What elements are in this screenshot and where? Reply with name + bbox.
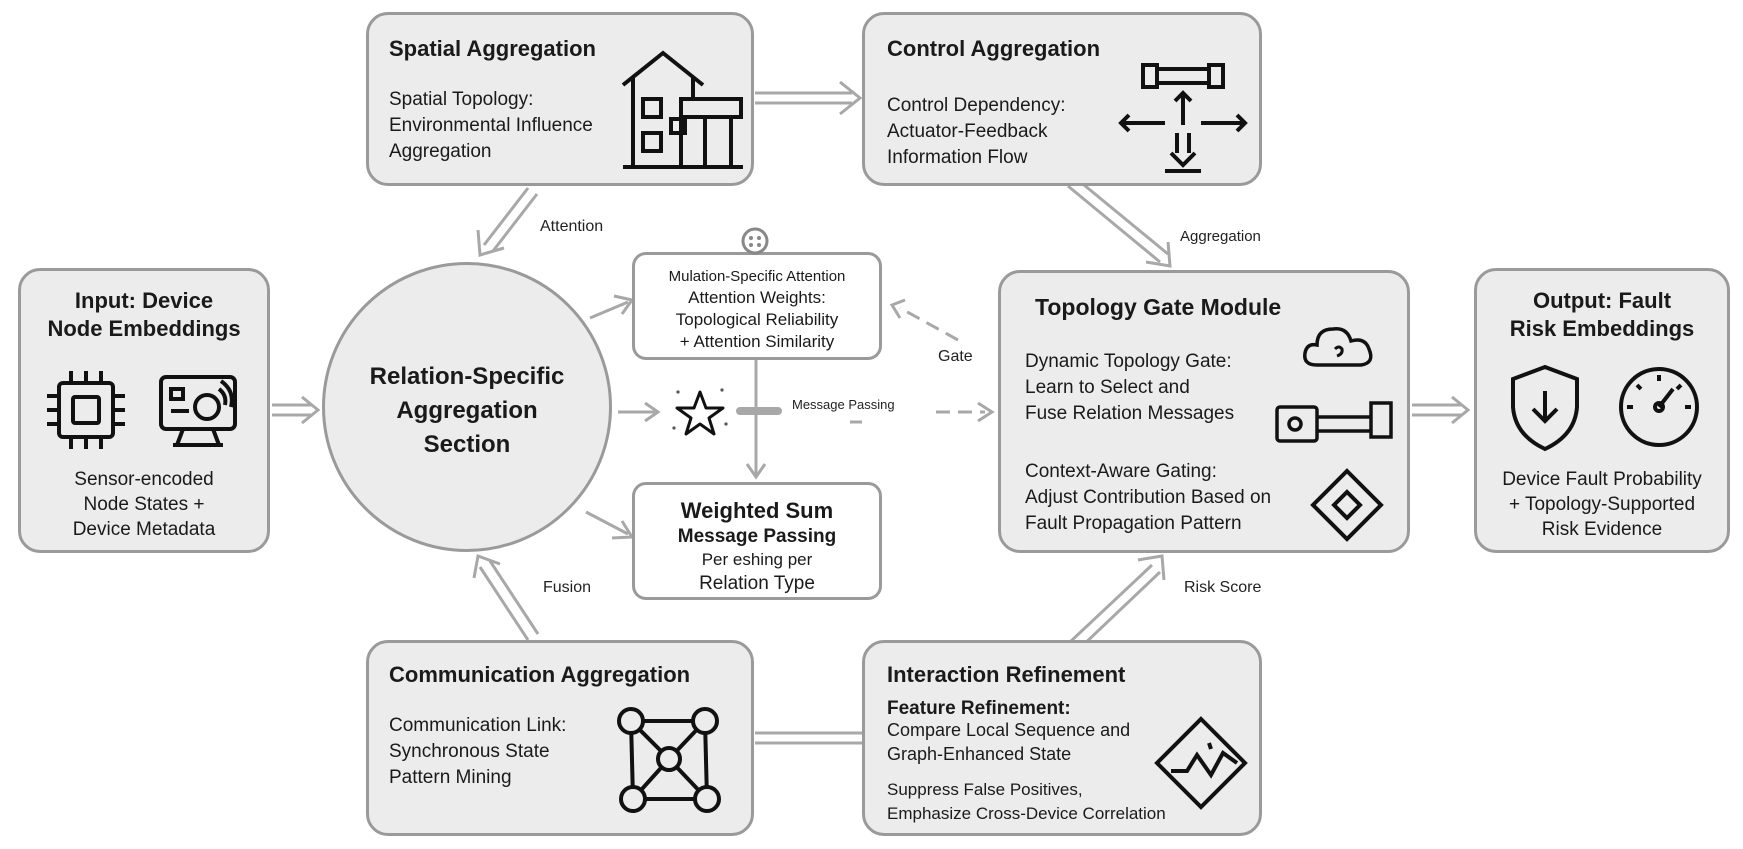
interaction-refinement-box: Interaction Refinement Feature Refinemen… bbox=[862, 640, 1262, 836]
label-gate: Gate bbox=[938, 348, 973, 365]
cloud-icon bbox=[1303, 327, 1373, 367]
arrow-spatial-to-control bbox=[755, 80, 863, 116]
arrow-communication-to-relation bbox=[472, 553, 540, 641]
gauge-icon bbox=[1619, 367, 1699, 447]
topology-gate-box: Topology Gate Module Dynamic Topology Ga… bbox=[998, 270, 1410, 553]
arrow-interaction-to-topology bbox=[1068, 554, 1166, 651]
label-risk-score: Risk Score bbox=[1184, 579, 1262, 596]
weighted-line3: Per еshing per bbox=[701, 550, 813, 569]
arrow-relation-to-attention bbox=[589, 294, 635, 320]
topology-line1: Dynamic Topology Gate: bbox=[1025, 351, 1232, 372]
chip-icon bbox=[47, 371, 125, 449]
topology-line6: Fault Propagation Pattern bbox=[1025, 513, 1242, 534]
key-connector-icon bbox=[1275, 401, 1393, 443]
control-title: Control Aggregation bbox=[887, 36, 1101, 61]
star-icon bbox=[672, 388, 728, 436]
input-box: Input: Device Node Embeddings Sensor-enc… bbox=[18, 268, 270, 553]
communication-aggregation-box: Communication Aggregation Communication … bbox=[366, 640, 754, 836]
attention-line4: + Attention Similarity bbox=[679, 332, 835, 351]
attention-line2: Attention Weights: bbox=[688, 288, 826, 307]
arrow-spatial-to-relation bbox=[476, 187, 539, 257]
control-line1: Control Dependency: bbox=[887, 95, 1066, 116]
attention-weights-box: Mulation-Specific Attention Attention We… bbox=[632, 252, 882, 360]
topology-line3: Fuse Relation Messages bbox=[1025, 403, 1235, 424]
output-box: Output: Fault Risk Embeddings Device Fau… bbox=[1474, 268, 1730, 553]
arrow-control-to-topology bbox=[1067, 178, 1172, 268]
signal-diamond-icon bbox=[1154, 716, 1248, 810]
output-desc-line1: Device Fault Probability bbox=[1502, 469, 1702, 490]
interaction-line2: Graph-Enhanced State bbox=[887, 744, 1072, 764]
communication-line2: Synchronous State bbox=[389, 741, 550, 762]
weighted-sum-box: Weighted Sum Message Passing Per еshing … bbox=[632, 482, 882, 600]
label-aggregation: Aggregation bbox=[1180, 228, 1261, 245]
output-title-line1: Output: Fault bbox=[1532, 288, 1672, 313]
shield-down-icon bbox=[1511, 364, 1579, 452]
input-desc-line3: Device Metadata bbox=[72, 519, 216, 540]
topology-line2: Learn to Select and bbox=[1025, 377, 1190, 398]
interaction-title: Interaction Refinement bbox=[887, 662, 1126, 687]
relation-line2: Aggregation bbox=[396, 397, 538, 424]
communication-title: Communication Aggregation bbox=[389, 662, 691, 687]
output-desc-line2: + Topology-Supported bbox=[1508, 494, 1696, 515]
attention-line3: Topological Reliability bbox=[675, 310, 839, 329]
actuator-icon bbox=[1118, 63, 1248, 173]
arrow-topology-to-output bbox=[1412, 395, 1471, 425]
spatial-line2: Environmental Influence bbox=[389, 115, 593, 136]
interaction-line4: Emphasize Cross-Device Correlation bbox=[887, 804, 1166, 823]
interaction-line3: Suppress False Positives, bbox=[887, 780, 1083, 799]
arrow-relation-to-weighted bbox=[585, 510, 635, 540]
spatial-aggregation-box: Spatial Aggregation Spatial Topology: En… bbox=[366, 12, 754, 186]
topology-title: Topology Gate Module bbox=[1035, 294, 1282, 320]
input-title-line2: Node Embeddings bbox=[47, 316, 241, 341]
arrow-message-passing bbox=[736, 401, 995, 424]
interaction-subtitle: Feature Refinement: bbox=[887, 698, 1071, 719]
attention-line1: Mulation-Specific Attention bbox=[668, 268, 846, 285]
label-fusion: Fusion bbox=[543, 579, 592, 596]
input-title-line1: Input: Device bbox=[74, 288, 214, 313]
arrow-attention-to-weighted bbox=[745, 356, 767, 480]
weighted-line2: Message Passing bbox=[677, 526, 837, 547]
arrow-gate-to-attention bbox=[889, 298, 959, 342]
relation-aggregation-circle: Relation-Specific Aggregation Section bbox=[322, 262, 612, 552]
output-desc-line3: Risk Evidence bbox=[1541, 519, 1663, 540]
arrow-relation-to-star bbox=[618, 401, 661, 423]
monitor-sensor-icon bbox=[159, 375, 237, 447]
spatial-line3: Aggregation bbox=[389, 141, 492, 162]
relation-line3: Section bbox=[423, 431, 511, 458]
arrow-input-to-relation bbox=[272, 395, 321, 425]
weighted-line1: Weighted Sum bbox=[680, 498, 834, 523]
spatial-title: Spatial Aggregation bbox=[389, 36, 596, 61]
topology-line5: Adjust Contribution Based on bbox=[1025, 487, 1272, 508]
communication-line3: Pattern Mining bbox=[389, 767, 512, 788]
dots-circle-icon bbox=[741, 227, 769, 255]
label-attention: Attention bbox=[540, 218, 604, 235]
control-line3: Information Flow bbox=[887, 147, 1028, 168]
interaction-line1: Compare Local Sequence and bbox=[887, 720, 1131, 740]
input-desc-line1: Sensor-encoded bbox=[74, 469, 214, 490]
label-message-passing: Message Passing bbox=[792, 397, 895, 412]
input-desc-line2: Node States + bbox=[83, 494, 205, 515]
weighted-line4: Relation Type bbox=[699, 573, 815, 594]
control-aggregation-box: Control Aggregation Control Dependency: … bbox=[862, 12, 1262, 186]
diamond-icon bbox=[1310, 468, 1384, 542]
network-graph-icon bbox=[617, 707, 721, 813]
relation-line1: Relation-Specific bbox=[369, 363, 565, 390]
connector-communication-interaction bbox=[755, 731, 862, 745]
control-line2: Actuator-Feedback bbox=[887, 121, 1048, 142]
output-title-line2: Risk Embeddings bbox=[1509, 316, 1695, 341]
spatial-line1: Spatial Topology: bbox=[389, 89, 534, 110]
communication-line1: Communication Link: bbox=[389, 715, 567, 736]
house-icon bbox=[621, 50, 743, 169]
topology-line4: Context-Aware Gating: bbox=[1025, 461, 1217, 482]
